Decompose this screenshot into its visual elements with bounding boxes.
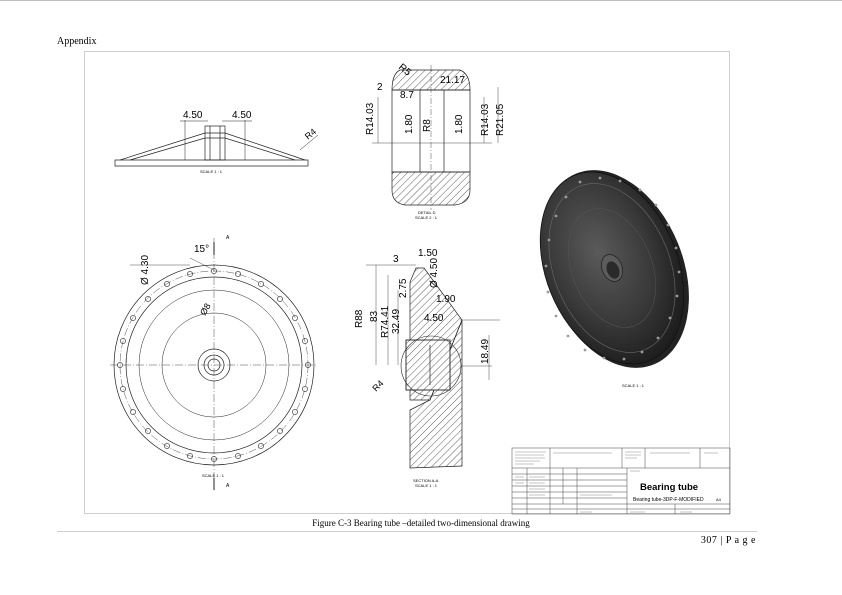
detail-dim-87: 8.7 (400, 90, 414, 101)
title-block-title: Bearing tube (640, 482, 698, 493)
sec-dim-190: 1.90 (436, 294, 456, 305)
side-dim-left: 4.50 (183, 110, 203, 121)
front-scale: SCALE 1 : 1 (202, 473, 225, 478)
detail-dim-2117: 21.17 (440, 75, 465, 86)
title-block-size: A4 (716, 497, 722, 502)
detail-dim-2: 2 (377, 82, 383, 93)
section-label: SECTION A-A (413, 478, 439, 483)
top-rule (0, 0, 842, 1)
detail-dim-180-left: 1.80 (404, 114, 415, 134)
section-scale: SCALE 1 : 1 (415, 483, 438, 488)
section-view (366, 264, 500, 469)
sec-dim-83: 83 (369, 310, 380, 322)
front-section-mark-bottom: A (226, 483, 230, 489)
page-number: 307 | P a g e (700, 535, 756, 546)
sec-dim-1849: 18.49 (480, 339, 491, 364)
detail-dim-r2105: R21.05 (495, 103, 506, 136)
iso-scale: SCALE 1 : 1 (622, 383, 645, 388)
title-block-drawing-no: Bearing tube-3DP-F-MODIFIED (633, 497, 704, 503)
sec-dim-275: 2.75 (398, 278, 409, 298)
page-header: Appendix (57, 36, 97, 47)
sec-dim-3249: 32.49 (391, 309, 402, 334)
drawing-frame (84, 51, 730, 514)
front-bolt-holes (117, 268, 311, 462)
side-dim-radius: R4 (303, 126, 318, 141)
detail-label: DETAIL D (418, 210, 436, 215)
title-block (511, 447, 731, 515)
detail-dim-r1403-right: R14.03 (480, 103, 491, 136)
sec-dim-r7441: R74.41 (380, 305, 391, 338)
footer-rule (57, 531, 757, 532)
sec-dim-r4: R4 (370, 378, 385, 393)
sec-dim-dia450: Ø 4.50 (429, 258, 440, 288)
figure-caption: Figure C-3 Bearing tube –detailed two-di… (312, 518, 530, 528)
detail-dim-r8: R8 (422, 119, 433, 132)
side-view (114, 120, 319, 167)
sec-dim-150: 1.50 (418, 248, 438, 259)
detail-dim-r1403-left: R14.03 (365, 102, 376, 135)
sec-dim-450: 4.50 (424, 313, 444, 324)
detail-view (372, 65, 499, 210)
detail-scale: SCALE 2 : 1 (415, 215, 438, 220)
front-dim-angle: 15° (194, 244, 209, 255)
detail-dim-180-right: 1.80 (454, 114, 465, 134)
title-block-fine-print (515, 451, 718, 513)
front-section-mark-top: A (226, 235, 230, 241)
front-view (110, 238, 318, 490)
side-dim-right: 4.50 (232, 110, 252, 121)
sec-dim-r88: R88 (354, 309, 365, 328)
iso-view (539, 170, 689, 368)
front-dim-hole-dia: Ø 4.30 (140, 255, 151, 285)
side-scale: SCALE 1 : 1 (200, 169, 223, 174)
sec-dim-3: 3 (393, 254, 399, 265)
iso-bolt-holes (544, 176, 681, 361)
